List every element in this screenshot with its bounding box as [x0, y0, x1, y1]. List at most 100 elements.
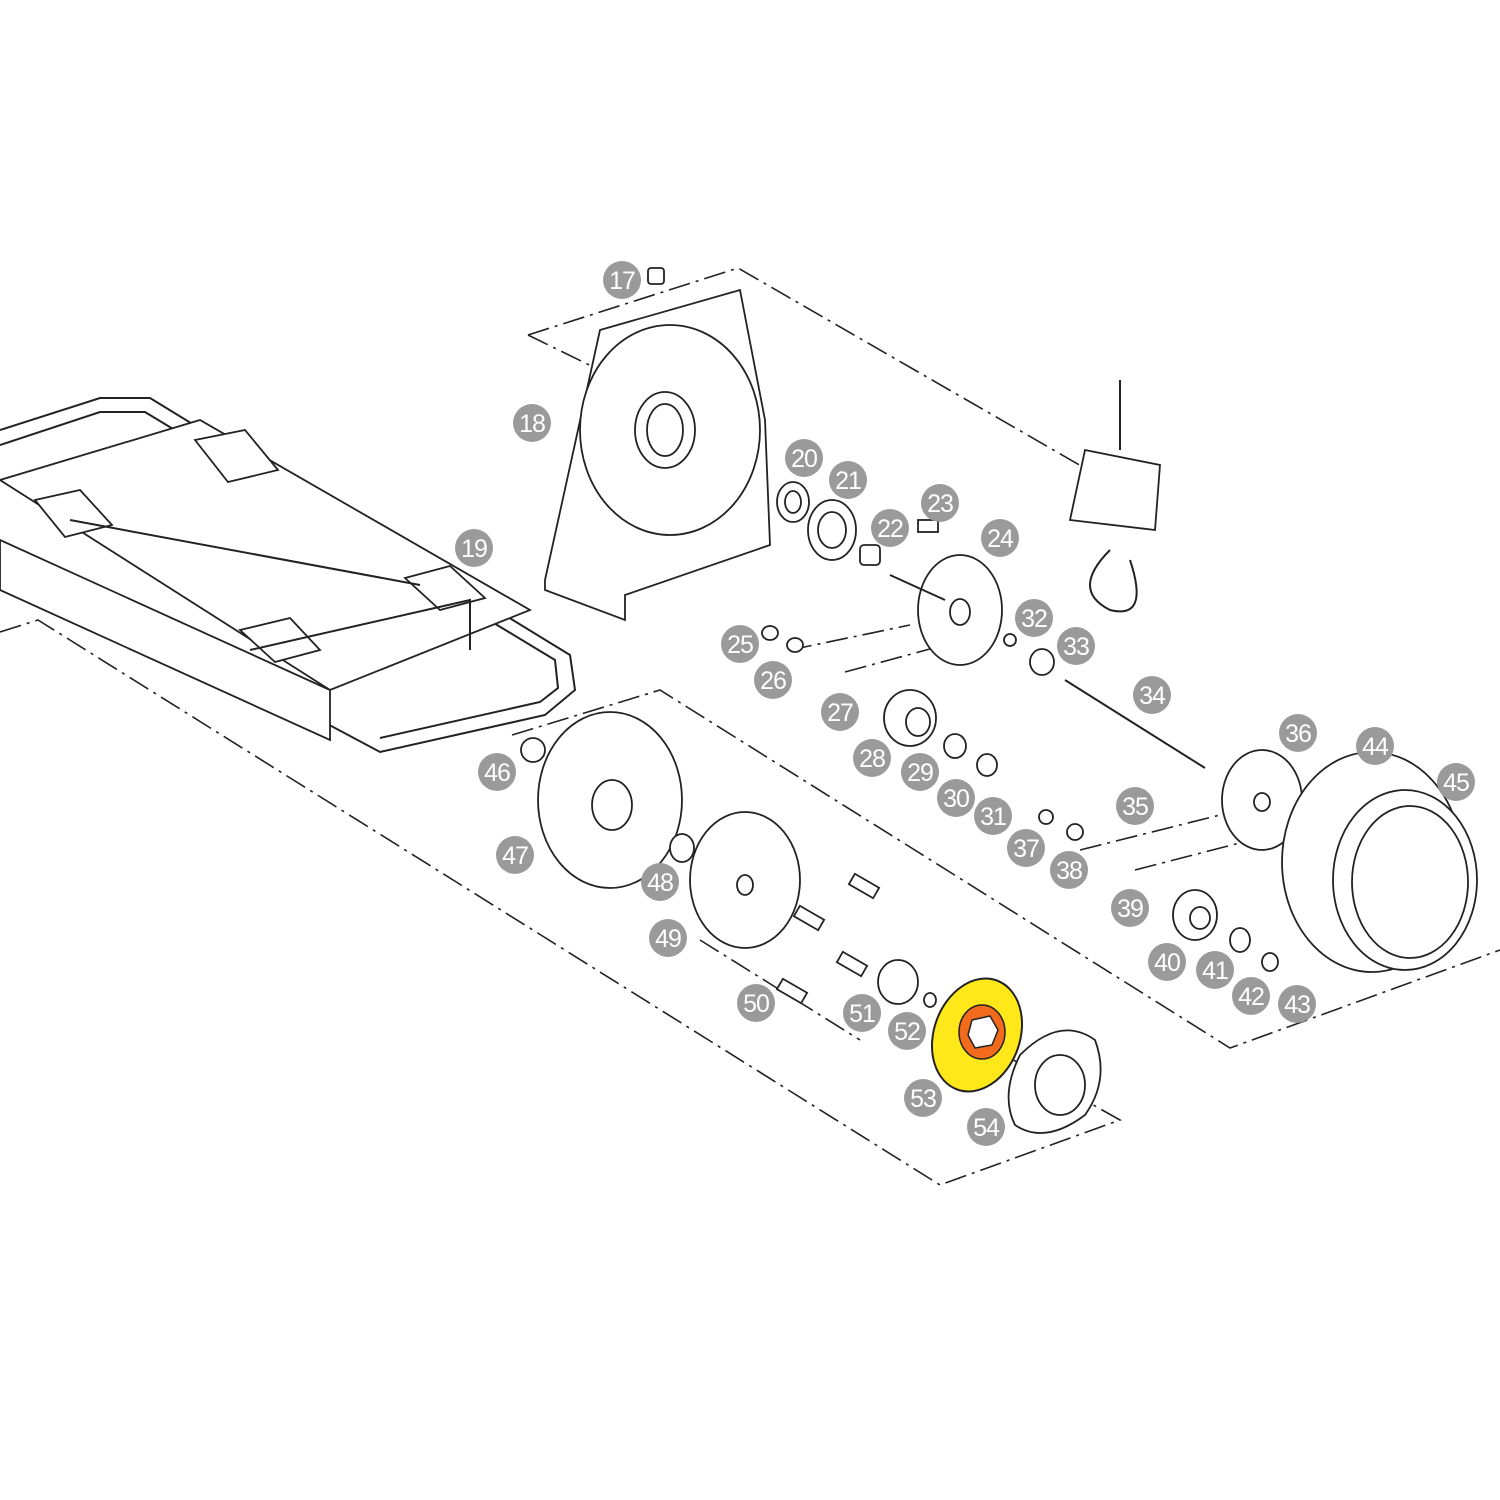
callout-number: 38: [1056, 857, 1082, 885]
callout-number: 39: [1117, 895, 1143, 923]
callout-number: 32: [1021, 605, 1047, 633]
callout-19: 19: [455, 529, 493, 567]
callout-badge: [513, 404, 551, 442]
callout-badge: [829, 461, 867, 499]
callout-number: 40: [1154, 949, 1180, 977]
callout-badge: [1232, 977, 1270, 1015]
callout-badge: [921, 484, 959, 522]
callout-badge: [981, 519, 1019, 557]
callout-number: 41: [1202, 957, 1228, 985]
callout-number: 21: [835, 467, 861, 495]
callout-badge: [603, 261, 641, 299]
small-parts: [520, 481, 1478, 1008]
callout-badge: [1050, 851, 1088, 889]
callout-31: 31: [974, 797, 1012, 835]
callout-38: 38: [1050, 851, 1088, 889]
callout-badge: [1148, 943, 1186, 981]
callout-badge: [853, 739, 891, 777]
callout-badge: [821, 693, 859, 731]
callout-35: 35: [1116, 787, 1154, 825]
callout-26: 26: [754, 661, 792, 699]
callout-badge: [1116, 787, 1154, 825]
cover-part-54: [1007, 1029, 1102, 1134]
callout-number: 26: [760, 667, 786, 695]
callout-number: 33: [1063, 633, 1089, 661]
callout-40: 40: [1148, 943, 1186, 981]
callout-25: 25: [721, 625, 759, 663]
callout-badge: [1196, 951, 1234, 989]
callout-badge: [901, 753, 939, 791]
callout-number: 48: [647, 869, 673, 897]
callout-number: 43: [1284, 991, 1310, 1019]
callout-number: 47: [502, 842, 528, 870]
callout-badge: [843, 994, 881, 1032]
callout-number: 37: [1013, 835, 1039, 863]
callout-badge: [737, 984, 775, 1022]
callout-badge: [1111, 889, 1149, 927]
callout-36: 36: [1279, 714, 1317, 752]
frame-part-19: [0, 397, 577, 754]
callout-29: 29: [901, 753, 939, 791]
callout-45: 45: [1437, 763, 1475, 801]
callout-number: 51: [849, 1000, 875, 1028]
callout-badge: [871, 509, 909, 547]
callout-51: 51: [843, 994, 881, 1032]
callout-number: 53: [910, 1085, 936, 1113]
callout-badge: [904, 1079, 942, 1117]
callout-50: 50: [737, 984, 775, 1022]
callout-20: 20: [785, 439, 823, 477]
callout-number: 31: [980, 803, 1006, 831]
callout-badge: [1007, 829, 1045, 867]
callout-badge: [1133, 676, 1171, 714]
callout-badge: [721, 625, 759, 663]
callout-number: 17: [609, 267, 635, 295]
callout-number: 46: [484, 759, 510, 787]
callout-badge: [478, 753, 516, 791]
callout-28: 28: [853, 739, 891, 777]
callout-number: 35: [1122, 793, 1148, 821]
highlighted-washer-part-53: [930, 977, 1024, 1093]
callout-46: 46: [478, 753, 516, 791]
callout-30: 30: [937, 779, 975, 817]
callout-number: 25: [727, 631, 753, 659]
callout-number: 45: [1443, 769, 1469, 797]
callout-number: 27: [827, 699, 853, 727]
callout-27: 27: [821, 693, 859, 731]
callout-badge: [1279, 714, 1317, 752]
callout-number: 24: [987, 525, 1014, 553]
callout-badge: [785, 439, 823, 477]
callout-number: 36: [1285, 720, 1311, 748]
callout-41: 41: [1196, 951, 1234, 989]
callout-44: 44: [1356, 727, 1394, 765]
callout-number: 44: [1362, 733, 1389, 761]
callout-number: 30: [943, 785, 969, 813]
callout-badge: [1356, 727, 1394, 765]
callout-badge: [974, 797, 1012, 835]
callout-32: 32: [1015, 599, 1053, 637]
callout-43: 43: [1278, 985, 1316, 1023]
callout-number: 49: [655, 925, 681, 953]
callout-52: 52: [888, 1012, 926, 1050]
callout-badge: [455, 529, 493, 567]
callout-24: 24: [981, 519, 1019, 557]
callout-badge: [967, 1108, 1005, 1146]
callout-23: 23: [921, 484, 959, 522]
callout-badge: [1015, 599, 1053, 637]
callout-number: 52: [894, 1018, 920, 1046]
hook-block: [1068, 380, 1161, 613]
callout-badge: [888, 1012, 926, 1050]
callout-18: 18: [513, 404, 551, 442]
callout-badge: [937, 779, 975, 817]
callout-number: 22: [877, 515, 903, 543]
callout-number: 19: [461, 535, 487, 563]
callout-number: 18: [519, 410, 545, 438]
housing-part-18: [544, 267, 771, 622]
callout-33: 33: [1057, 627, 1095, 665]
callout-number: 50: [743, 990, 769, 1018]
callout-34: 34: [1133, 676, 1171, 714]
callout-47: 47: [496, 836, 534, 874]
callout-number: 23: [927, 490, 953, 518]
callout-badge: [1057, 627, 1095, 665]
